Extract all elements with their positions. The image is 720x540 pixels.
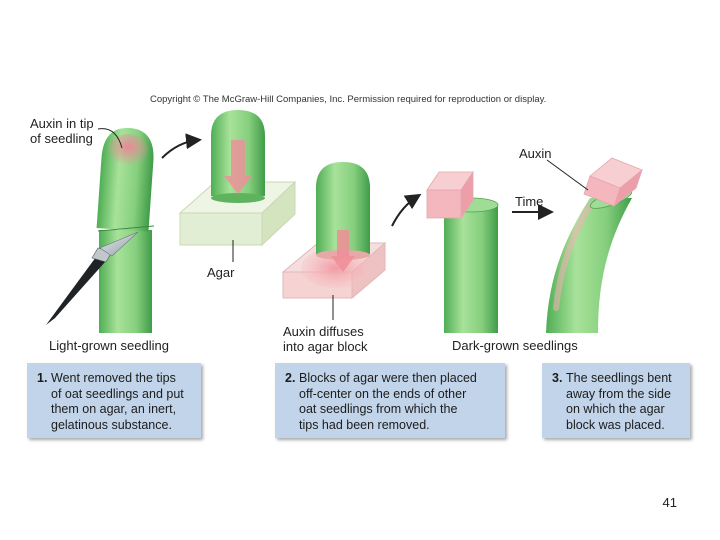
auxin-leader <box>546 159 589 191</box>
copyright-notice: Copyright © The McGraw-Hill Companies, I… <box>150 94 547 105</box>
step-box-2: 2. Blocks of agar were then placed off-c… <box>275 363 505 438</box>
label-agar: Agar <box>207 265 235 280</box>
step-box-1: 1. Went removed the tips of oat seedling… <box>27 363 201 438</box>
step-box-3: 3. The seedlings bent away from the side… <box>542 363 690 438</box>
step-number: 3. <box>552 371 563 385</box>
page-number: 41 <box>662 495 677 510</box>
label-auxin-in-tip: Auxin in tip of seedling <box>30 116 94 146</box>
dark-grown-seedling-straight <box>443 197 499 333</box>
scalpel-icon <box>46 231 139 325</box>
label-auxin-diffuses: Auxin diffuses into agar block <box>283 324 368 354</box>
arrow-to-agar <box>161 133 202 159</box>
step-number: 2. <box>285 371 296 385</box>
label-light-grown-seedling: Light-grown seedling <box>49 338 169 353</box>
dark-grown-seedling-bent <box>546 189 633 333</box>
arrow-to-dark-seedling <box>391 193 422 227</box>
seedling-tip-on-pink-agar <box>316 162 370 272</box>
agar-block-pink-1 <box>426 170 474 220</box>
agar-block-pink-2 <box>583 157 643 208</box>
label-time: Time <box>515 194 544 209</box>
step-text: Went removed the tips of oat seedlings a… <box>51 371 184 432</box>
step-text: The seedlings bent away from the side on… <box>566 371 672 432</box>
label-dark-grown-seedlings: Dark-grown seedlings <box>452 338 578 353</box>
step-number: 1. <box>37 371 48 385</box>
auxin-tip-leader <box>97 128 123 149</box>
seedling-tip-on-agar <box>211 110 265 203</box>
step-text: Blocks of agar were then placed off-cent… <box>299 371 477 432</box>
label-auxin: Auxin <box>519 146 552 161</box>
light-grown-seedling <box>96 128 155 333</box>
